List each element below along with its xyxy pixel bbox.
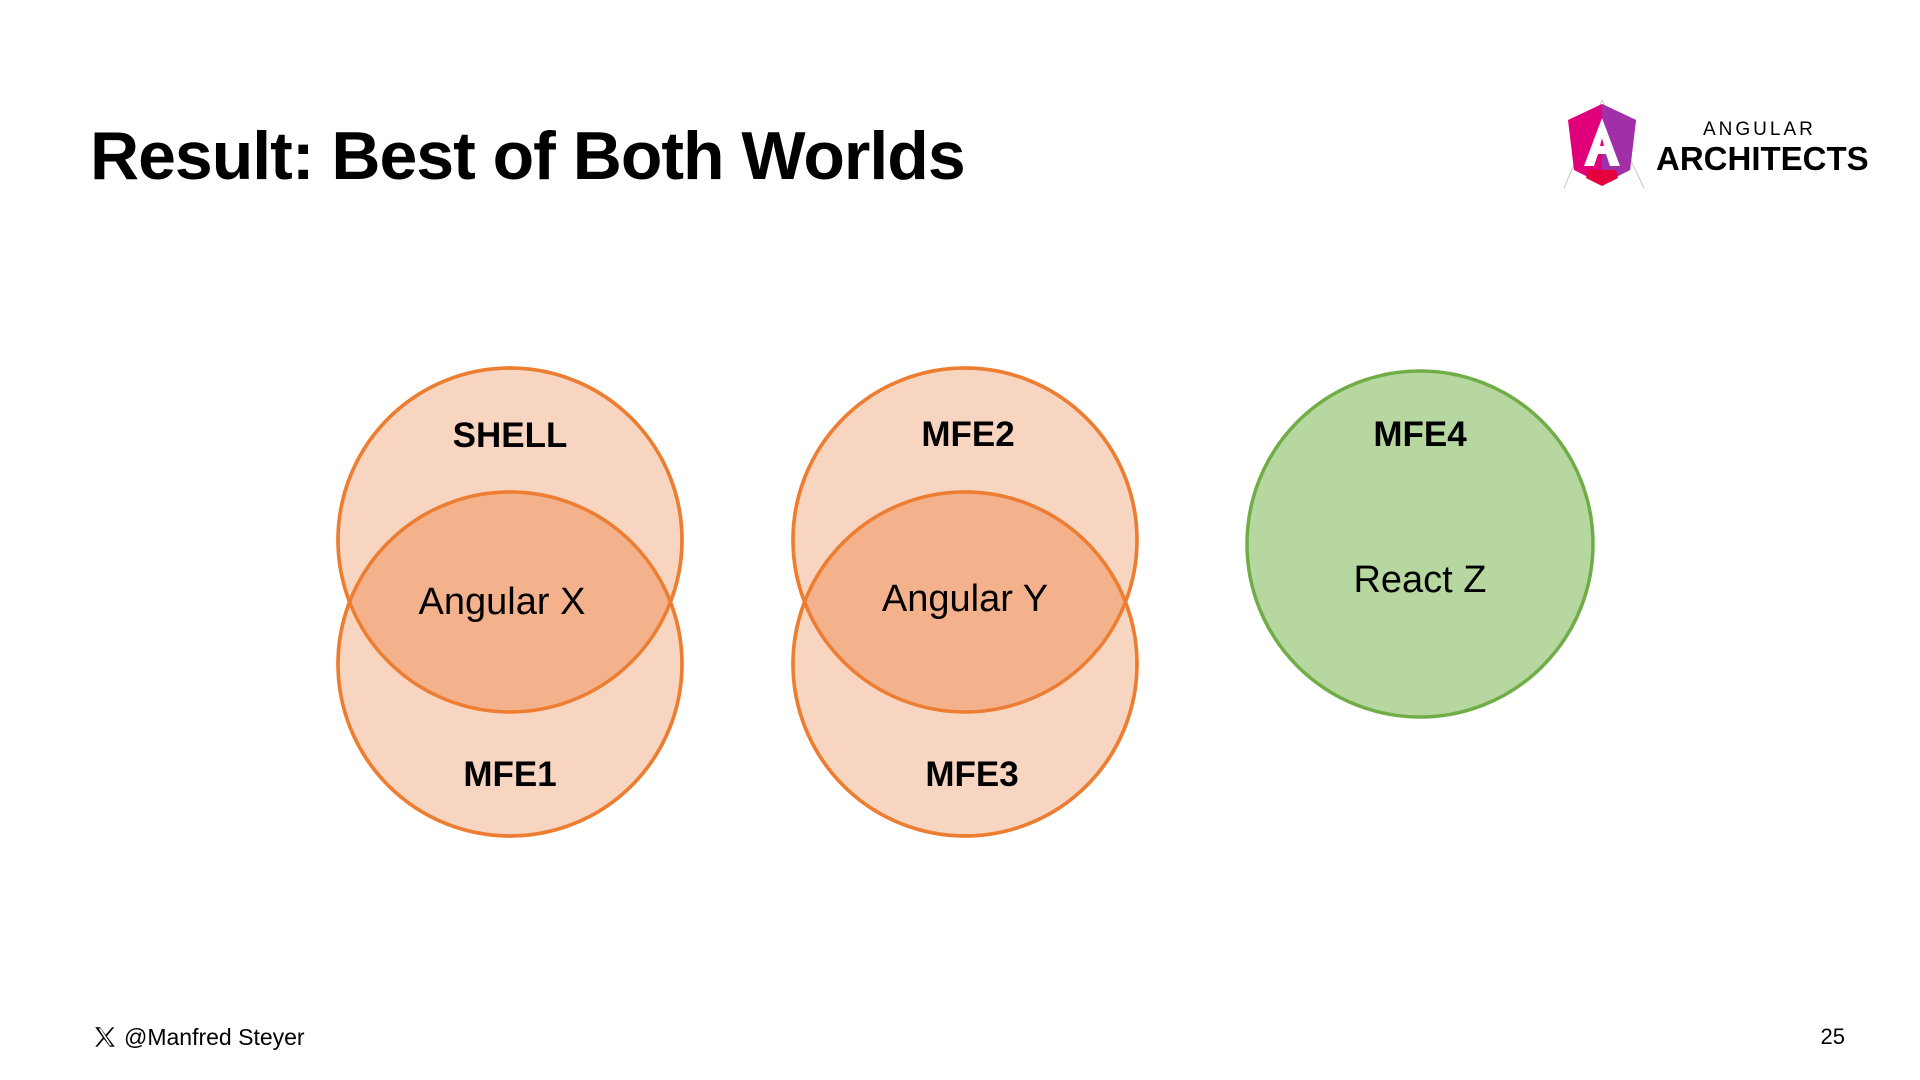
venn-group-shell-mfe1: SHELL Angular X MFE1 (336, 366, 684, 838)
logo-small-text: ANGULAR (1703, 119, 1816, 140)
mfe4-circle (1245, 369, 1595, 719)
mfe4-label: MFE4 (1373, 415, 1467, 454)
x-logo-icon (95, 1027, 115, 1047)
footer-handle-text: @Manfred Steyer (124, 1023, 305, 1050)
react-z-label: React Z (1353, 559, 1486, 601)
venn-group-mfe2-mfe3: MFE2 Angular Y MFE3 (791, 366, 1139, 838)
angular-y-label: Angular Y (882, 578, 1048, 620)
angular-architects-logo: ANGULAR ARCHITECTS (1560, 100, 1869, 192)
single-circle-mfe4: MFE4 React Z (1245, 369, 1595, 719)
mfe2-circle-outline (791, 366, 1139, 714)
mfe2-label: MFE2 (921, 415, 1014, 454)
mfe1-label: MFE1 (463, 755, 556, 794)
page-number: 25 (1820, 1024, 1845, 1049)
angular-x-overlap (338, 492, 682, 712)
angular-architects-logo-icon (1563, 100, 1645, 189)
mfe3-label: MFE3 (925, 755, 1018, 794)
shell-label: SHELL (453, 416, 568, 455)
angular-x-label: Angular X (419, 581, 586, 623)
slide-title: Result: Best of Both Worlds (90, 118, 966, 194)
logo-big-text: ARCHITECTS (1656, 140, 1869, 177)
mfe1-circle-outline (336, 490, 684, 838)
mfe3-circle-outline (791, 490, 1139, 838)
shell-circle-outline (336, 366, 684, 714)
angular-y-overlap (793, 492, 1137, 712)
footer-handle: @Manfred Steyer (92, 1022, 305, 1052)
